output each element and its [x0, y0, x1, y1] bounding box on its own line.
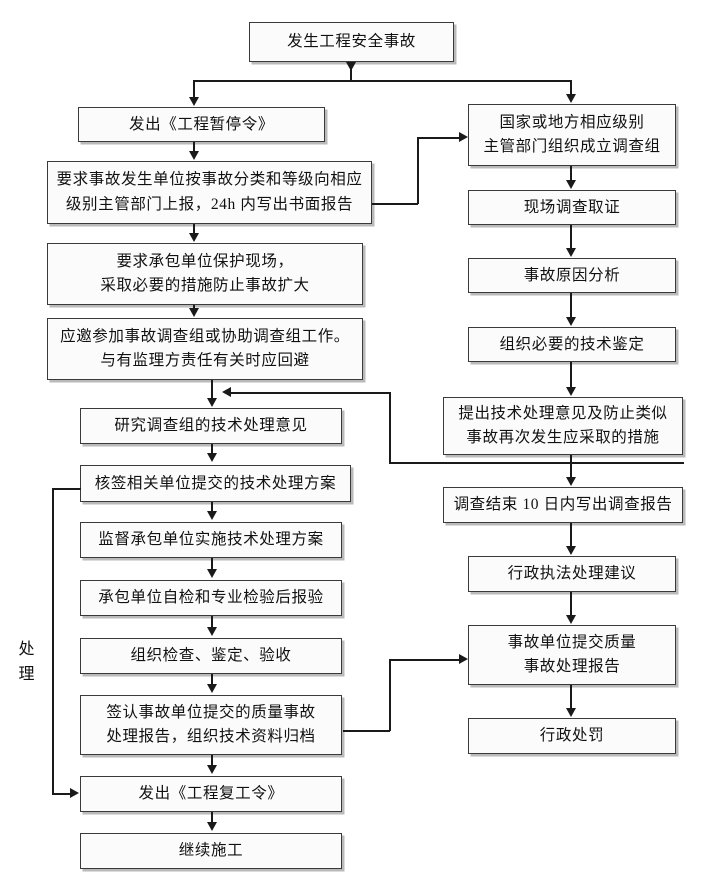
connector-sign-right-v — [389, 659, 391, 731]
connector-organize-sign — [211, 674, 213, 686]
arrowhead-resume-continue — [207, 822, 217, 831]
arrowhead-site-cause — [566, 248, 576, 257]
connector-split-right — [570, 80, 572, 95]
connector-loop-bottom-h — [52, 793, 73, 795]
arrowhead-sign-resume — [207, 765, 217, 774]
node-countersign-plan[interactable]: 核签相关单位提交的技术处理方案 — [80, 465, 351, 502]
node-report-request[interactable]: 要求事故发生单位按事故分类和等级向相应 级别主管部门上报，24h 内写出书面报告 — [47, 161, 372, 224]
node-investigation-report[interactable]: 调查结束 10 日内写出调查报告 — [443, 487, 683, 523]
node-accident[interactable]: 发生工程安全事故 — [249, 22, 454, 62]
arrowhead-study-countersign — [207, 453, 217, 462]
connector-advice-submit — [570, 592, 572, 616]
connector-group-site — [570, 166, 572, 181]
arrowhead-advice-submit — [566, 615, 576, 624]
connector-measures-feedback-top — [228, 392, 389, 394]
connector-measures-report — [570, 455, 572, 478]
node-sign-report[interactable]: 签认事故单位提交的质量事故 处理报告，组织技术资料归档 — [80, 695, 342, 755]
connector-join-study — [211, 380, 213, 400]
connector-appraisal-measures — [570, 362, 572, 388]
connector-submit-penalty — [570, 685, 572, 709]
arrowhead-protect-join — [189, 308, 199, 317]
node-study-opinion[interactable]: 研究调查组的技术处理意见 — [80, 408, 342, 444]
arrowhead-submit-penalty — [566, 708, 576, 717]
connector-accident-down — [350, 62, 352, 81]
arrowhead-loop-to-resume — [70, 788, 79, 798]
connector-suspend-report — [193, 142, 195, 155]
node-organize-check[interactable]: 组织检查、鉴定、验收 — [80, 638, 342, 674]
arrowhead-supervise-selfcheck — [207, 569, 217, 578]
node-continue-work[interactable]: 继续施工 — [80, 833, 342, 869]
node-propose-measures[interactable]: 提出技术处理意见及防止类似 事故再次发生应采取的措施 — [443, 397, 683, 455]
arrowhead-countersign-supervise — [207, 511, 217, 520]
node-join-investigation[interactable]: 应邀参加事故调查组或协助调查组工作。 与有监理方责任有关时应回避 — [47, 318, 363, 380]
connector-loop-left-h — [52, 488, 81, 490]
arrowhead-split-left — [189, 97, 199, 106]
node-site-investigation[interactable]: 现场调查取证 — [468, 190, 676, 225]
node-enforcement-advice[interactable]: 行政执法处理建议 — [468, 556, 676, 592]
arrowhead-cause-appraisal — [566, 317, 576, 326]
connector-loop-left-v — [52, 488, 54, 794]
arrowhead-measures-report — [566, 477, 576, 486]
arrowhead-split-right — [566, 94, 576, 103]
arrowhead-measures-to-study — [222, 387, 231, 397]
connector-report-right — [372, 203, 418, 205]
arrowhead-appraisal-measures — [566, 387, 576, 396]
arrowhead-group-site — [566, 180, 576, 189]
arrowhead-accident-down — [346, 62, 356, 71]
arrowhead-suspend-report — [189, 151, 199, 160]
arrowhead-organize-sign — [207, 684, 217, 693]
connector-sign-resume — [211, 755, 213, 767]
arrowhead-report-protect — [189, 233, 199, 242]
connector-study-countersign — [211, 444, 213, 456]
connector-report-to-group — [417, 137, 461, 139]
connector-selfcheck-organize — [211, 616, 213, 629]
connector-measures-feedback-h — [389, 462, 684, 464]
connector-resume-continue — [211, 812, 213, 824]
connector-site-cause — [570, 225, 572, 249]
connector-report-up — [417, 137, 419, 204]
side-label-handling: 处 理 — [18, 641, 36, 683]
arrowhead-join-study — [207, 398, 217, 407]
node-form-group[interactable]: 国家或地方相应级别 主管部门组织成立调查组 — [468, 104, 676, 166]
node-submit-quality-report[interactable]: 事故单位提交质量 事故处理报告 — [468, 625, 676, 685]
connector-measures-feedback-v — [389, 392, 391, 463]
connector-sign-right-h — [343, 730, 390, 732]
node-self-check[interactable]: 承包单位自检和专业检验后报验 — [80, 580, 342, 616]
node-protect-site[interactable]: 要求承包单位保护现场， 采取必要的措施防止事故扩大 — [47, 243, 363, 305]
connector-split-bar — [193, 80, 571, 82]
node-administrative-penalty[interactable]: 行政处罚 — [468, 718, 676, 754]
arrowhead-sign-to-submit — [459, 654, 468, 664]
connector-sign-to-submit — [389, 659, 461, 661]
connector-supervise-selfcheck — [211, 558, 213, 571]
connector-countersign-supervise — [211, 502, 213, 513]
node-cause-analysis[interactable]: 事故原因分析 — [468, 258, 676, 293]
arrowhead-report-to-group — [459, 132, 468, 142]
node-suspend-order[interactable]: 发出《工程暂停令》 — [78, 107, 325, 142]
arrowhead-selfcheck-organize — [207, 627, 217, 636]
node-technical-appraisal[interactable]: 组织必要的技术鉴定 — [468, 327, 676, 362]
connector-cause-appraisal — [570, 293, 572, 318]
node-supervise-plan[interactable]: 监督承包单位实施技术处理方案 — [80, 522, 342, 558]
arrowhead-report-advice — [566, 546, 576, 555]
connector-report-advice — [570, 523, 572, 547]
node-resume-order[interactable]: 发出《工程复工令》 — [80, 776, 342, 812]
connector-split-left — [193, 80, 195, 98]
connector-report-protect — [193, 224, 195, 236]
